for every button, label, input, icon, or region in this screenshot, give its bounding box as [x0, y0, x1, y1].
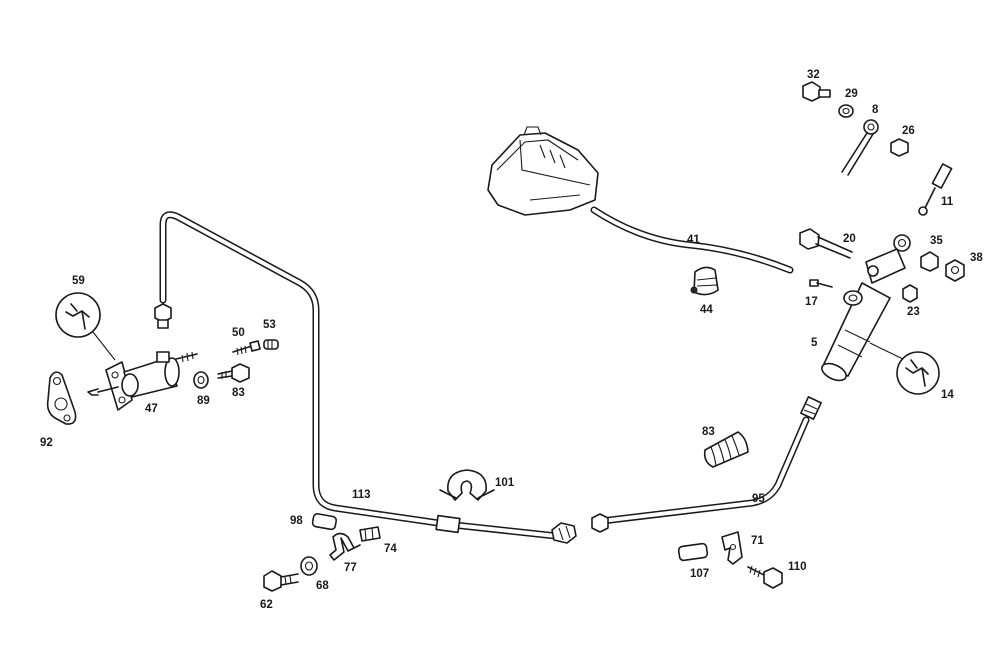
fitting-11[interactable] [918, 163, 953, 216]
callout-71: 68 [316, 580, 329, 592]
washer-92[interactable] [193, 371, 209, 389]
bolt-32[interactable] [802, 81, 831, 102]
callout-98: 95 [752, 493, 765, 505]
reservoir-hose[interactable] [590, 206, 794, 274]
callout-35: 35 [930, 235, 943, 247]
washer-29[interactable] [838, 104, 854, 118]
callout-26: 26 [902, 125, 915, 137]
callout-59: 59 [72, 275, 85, 287]
callout-68: 62 [260, 599, 273, 611]
nut-26[interactable] [890, 138, 909, 157]
callout-89: 83 [232, 387, 245, 399]
wrench-icon [55, 292, 116, 361]
callout-101: 83 [702, 426, 715, 438]
callout-53: 53 [263, 319, 276, 331]
callout-74: 98 [290, 515, 303, 527]
clip-62[interactable] [329, 532, 361, 561]
nut-38[interactable] [945, 259, 965, 282]
wrench-icon [869, 342, 940, 395]
fluid-reservoir[interactable] [487, 126, 599, 216]
sleeve-110[interactable] [677, 542, 709, 562]
callout-77: 74 [384, 543, 397, 555]
gasket-83[interactable] [46, 371, 77, 425]
nut-35[interactable] [920, 251, 939, 272]
callout-113: 101 [495, 477, 515, 489]
washer-71[interactable] [300, 556, 318, 576]
cap-53[interactable] [263, 339, 279, 350]
callout-14: 14 [941, 389, 954, 401]
callout-38: 38 [970, 252, 983, 264]
callout-41: 41 [687, 234, 700, 246]
hydraulic-line-95[interactable] [154, 211, 577, 544]
callout-110: 107 [690, 568, 709, 580]
master-cylinder[interactable] [819, 234, 911, 384]
grommet-44[interactable] [690, 266, 719, 296]
bracket-107[interactable] [721, 531, 743, 565]
pushrod-8[interactable] [841, 119, 879, 176]
callout-107: 71 [751, 535, 764, 547]
callout-104: 110 [788, 561, 807, 573]
callout-8: 8 [872, 104, 879, 116]
callout-5: 5 [811, 337, 818, 349]
callout-92: 89 [197, 395, 210, 407]
callout-62: 77 [344, 562, 357, 574]
callout-29: 29 [845, 88, 858, 100]
callout-47: 47 [145, 403, 158, 415]
sleeve-74[interactable] [311, 513, 338, 531]
callout-11: 11 [941, 196, 954, 208]
callout-95: 113 [352, 489, 371, 501]
nut-23[interactable] [902, 284, 918, 303]
bolt-68[interactable] [263, 570, 299, 592]
callout-23: 23 [907, 306, 920, 318]
bolt-20[interactable] [799, 228, 853, 259]
bleeder-50[interactable] [232, 340, 261, 356]
callout-50: 50 [232, 327, 245, 339]
hose-98[interactable] [591, 396, 822, 533]
boot-101[interactable] [703, 431, 749, 468]
callout-20: 20 [843, 233, 856, 245]
callout-17: 17 [805, 296, 818, 308]
screw-17[interactable] [809, 279, 833, 288]
screw-104[interactable] [747, 565, 783, 589]
slave-cylinder[interactable] [87, 351, 198, 411]
callout-32: 32 [807, 69, 820, 81]
grommet-77[interactable] [359, 526, 381, 542]
clamp-113[interactable] [439, 469, 495, 501]
bolt-89[interactable] [217, 363, 250, 383]
callout-83: 92 [40, 437, 53, 449]
callout-44: 44 [700, 304, 713, 316]
